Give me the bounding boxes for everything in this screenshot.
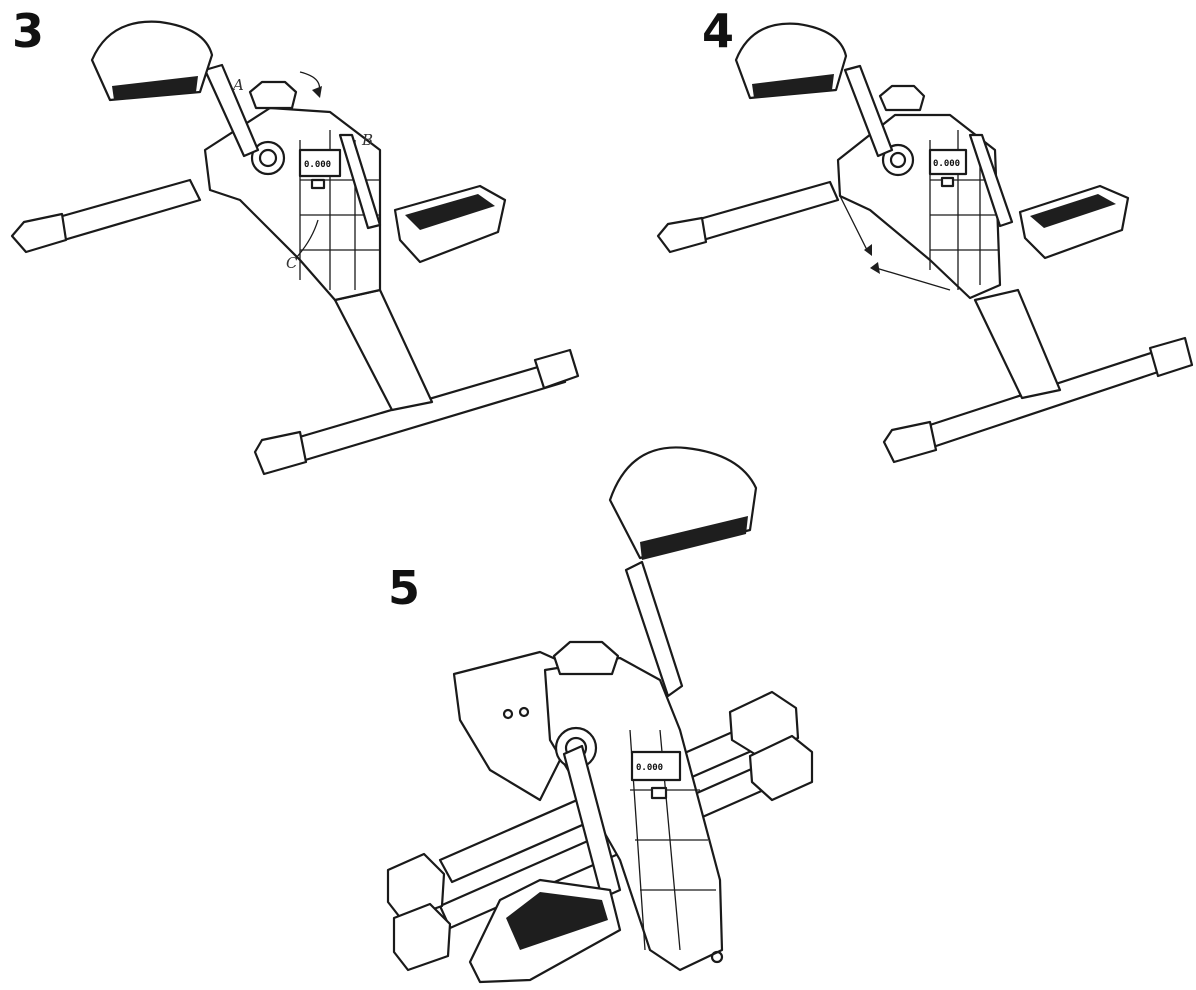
step-5-number: 5	[388, 561, 421, 615]
pedal-hub	[250, 140, 286, 176]
display-button	[650, 786, 668, 800]
label-a: A	[231, 76, 244, 94]
tension-knob	[552, 640, 620, 676]
step-3-bike-drawing: 0.000 A B C	[10, 20, 580, 476]
front-right-end-cap	[533, 348, 580, 390]
display-readout: 0.000	[933, 159, 960, 169]
display-window	[630, 750, 682, 782]
right-pedal	[1018, 184, 1130, 260]
label-c-leader	[295, 219, 319, 259]
left-pedal-tread	[112, 76, 198, 100]
right-pedal	[393, 184, 507, 264]
front-left-end-cap	[882, 420, 938, 464]
left-lower-end-cap	[392, 902, 452, 972]
step-5-illustration: 0.000	[380, 430, 820, 990]
right-lower-end-cap	[748, 734, 814, 802]
upper-crank-arm	[624, 560, 684, 698]
bottom-pedal-tread	[506, 892, 608, 950]
step-4-number: 4	[702, 4, 735, 58]
lower-crank-arm	[562, 744, 622, 900]
front-left-end-cap	[253, 430, 308, 476]
tension-knob	[248, 80, 298, 110]
step-4-illustration: 0.000	[640, 0, 1196, 480]
right-upper-end-cap	[728, 690, 800, 758]
step-3-illustration: 0.000 A B C	[0, 0, 600, 490]
display-button	[940, 176, 955, 188]
display-button	[310, 178, 326, 190]
lower-frame-tube	[973, 288, 1062, 400]
display-readout: 0.000	[304, 160, 331, 170]
rear-end-cap	[656, 216, 708, 254]
tension-knob	[878, 84, 926, 112]
fold-arrow-1	[839, 195, 869, 253]
housing-detail-lines	[929, 130, 998, 290]
pedal-hub	[881, 143, 915, 177]
lower-frame-tube	[333, 288, 434, 412]
display-window	[928, 148, 968, 176]
label-c: C	[286, 254, 298, 272]
step-5-folded-bike-drawing: 0.000	[386, 446, 814, 984]
display-readout: 0.000	[636, 763, 663, 773]
right-pedal-tread	[405, 194, 495, 230]
left-pedal-tread	[752, 74, 834, 98]
arrow-head	[312, 86, 322, 98]
front-right-end-cap	[1148, 336, 1194, 378]
step-3-number: 3	[12, 4, 45, 58]
left-crank-arm	[843, 64, 894, 158]
fold-arrow-2	[875, 267, 951, 291]
right-pedal-tread	[1030, 194, 1116, 228]
label-b: B	[361, 131, 373, 149]
rear-left-end-cap	[10, 212, 68, 254]
display-window	[298, 148, 342, 178]
right-crank-arm	[338, 133, 382, 230]
step-4-bike-drawing: 0.000	[656, 22, 1194, 464]
housing-detail-lines	[299, 130, 380, 290]
right-crank-arm	[968, 133, 1014, 228]
housing-bolt	[710, 950, 724, 964]
left-crank-arm	[203, 63, 260, 158]
top-pedal-tread	[640, 516, 748, 560]
